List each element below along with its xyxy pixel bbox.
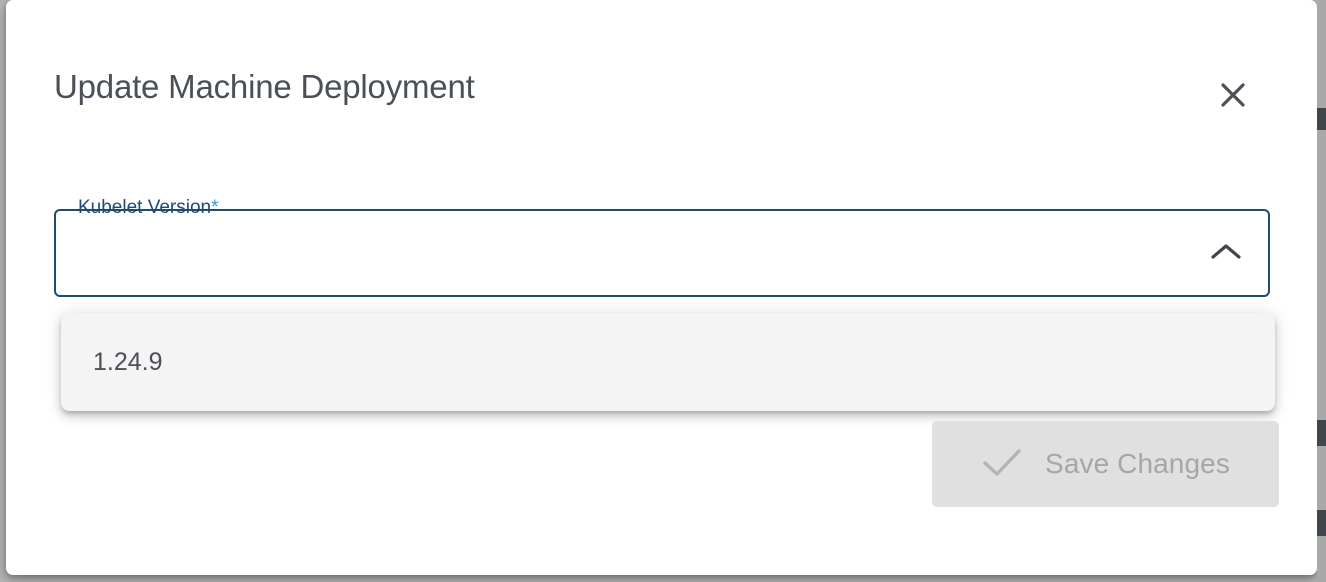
check-icon (981, 446, 1023, 483)
scrollbar-thumb[interactable] (1317, 108, 1326, 130)
kubelet-version-dropdown-panel[interactable]: 1.24.9 (61, 313, 1275, 411)
scrollbar-thumb[interactable] (1317, 420, 1326, 446)
field-label-notch (72, 200, 225, 206)
kubelet-version-label: Kubelet Version* (78, 195, 219, 221)
dropdown-option[interactable]: 1.24.9 (61, 313, 1275, 411)
save-changes-label: Save Changes (1045, 448, 1230, 479)
close-icon (1218, 80, 1248, 110)
save-changes-button[interactable]: Save Changes (932, 421, 1279, 507)
scrollbar-thumb[interactable] (1317, 510, 1326, 536)
update-machine-deployment-dialog: Update Machine Deployment Kubelet Versio… (6, 0, 1317, 575)
dialog-header: Update Machine Deployment (6, 0, 1317, 160)
kubelet-version-toggle-button[interactable] (1202, 209, 1250, 297)
scrollbar-track[interactable] (1317, 0, 1326, 582)
field-outline (54, 209, 1270, 297)
kubelet-version-field[interactable]: Kubelet Version* (54, 197, 1270, 297)
page-title: Update Machine Deployment (54, 68, 475, 105)
dropdown-option-label: 1.24.9 (93, 347, 163, 376)
close-button[interactable] (1202, 64, 1264, 126)
required-asterisk: * (211, 197, 219, 218)
field-label-text: Kubelet Version (78, 197, 212, 218)
chevron-up-icon (1209, 241, 1243, 266)
